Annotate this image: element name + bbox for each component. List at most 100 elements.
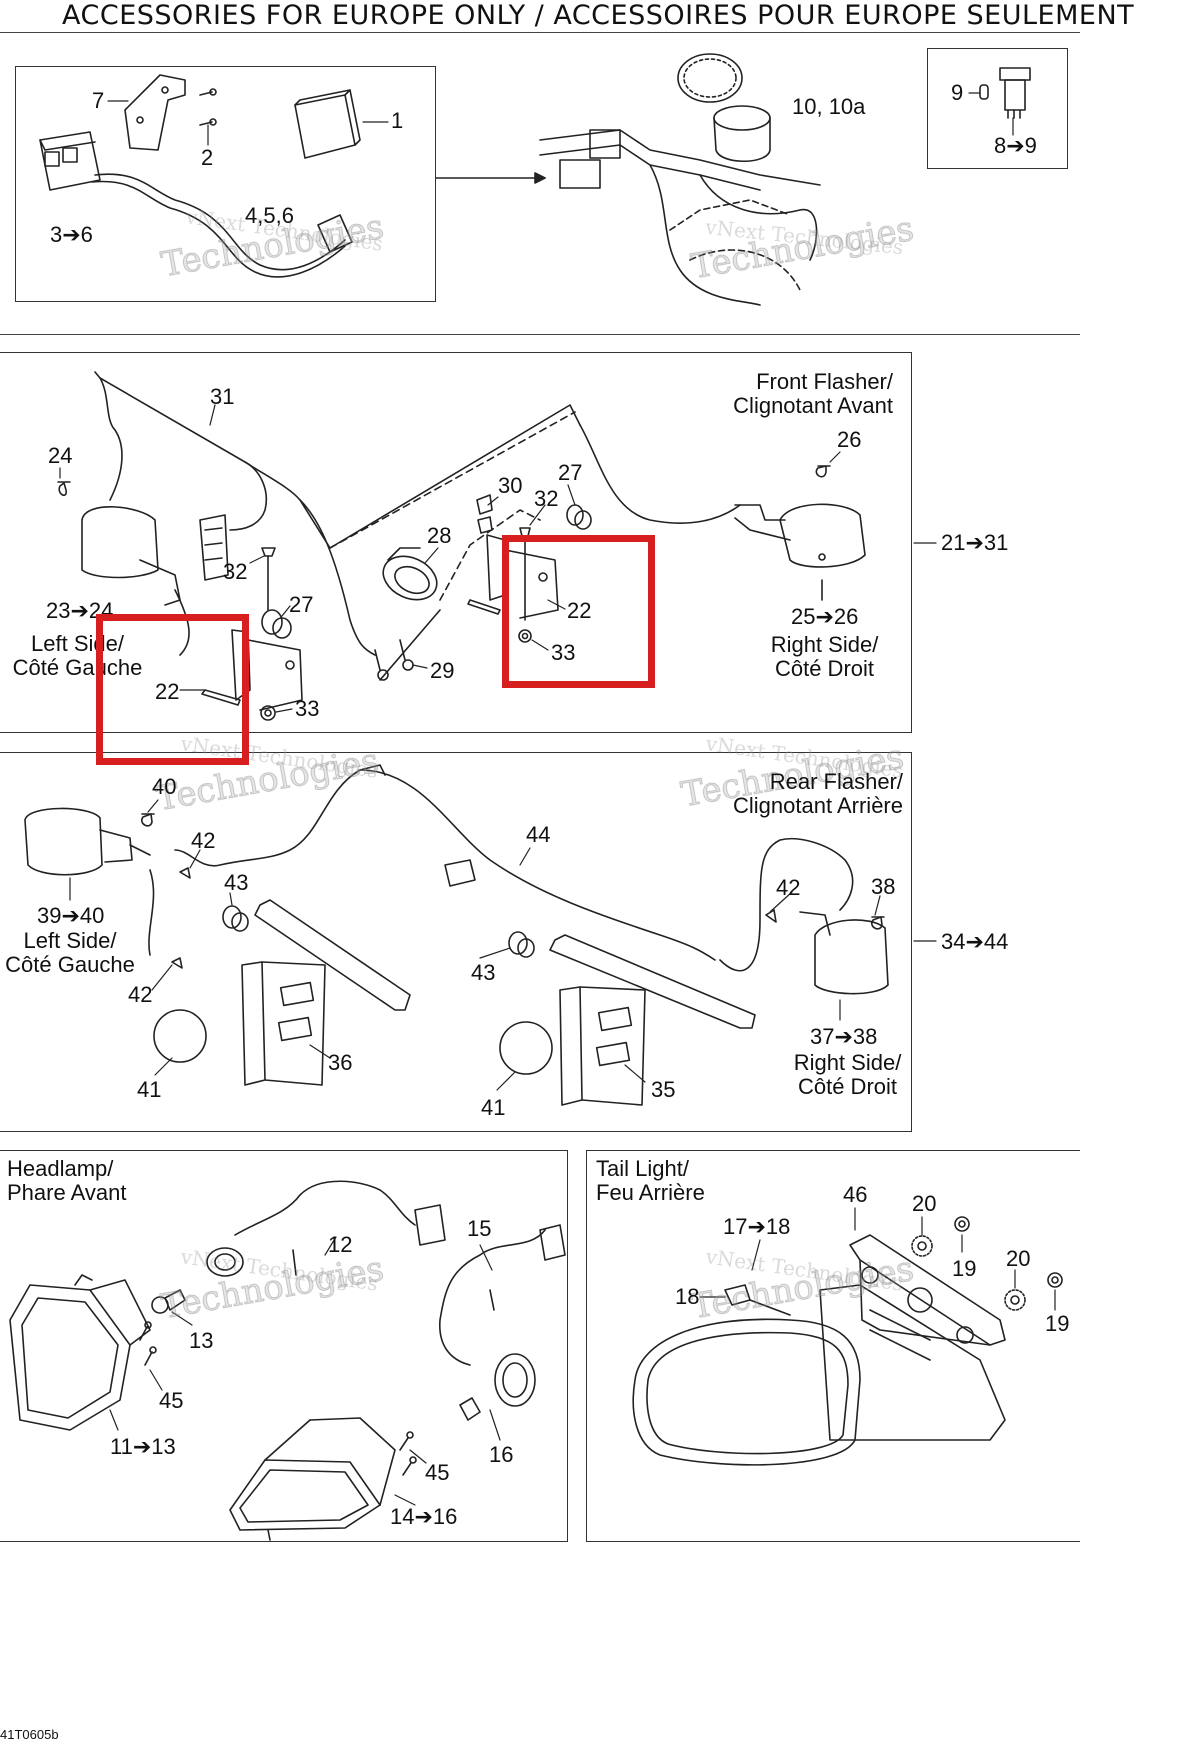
socket-panel (927, 48, 1068, 169)
callout-label: 45 (425, 1460, 450, 1485)
rear-flasher-panel (0, 752, 912, 1132)
gasket-ring-icon (678, 54, 742, 102)
callout-label: 16 (489, 1442, 514, 1467)
callout-label: 30 (498, 473, 523, 498)
callout-label: 28 (427, 523, 452, 548)
group-label: 34➔44 (941, 929, 1009, 954)
bulb-24-icon (58, 482, 70, 495)
switch-box-icon (40, 132, 100, 190)
callout-label: 19 (952, 1256, 977, 1281)
callout-label: 41 (481, 1095, 506, 1120)
nut-33b-icon (519, 630, 531, 642)
callout-label: 46 (843, 1182, 868, 1207)
callout-label: 25➔26 (791, 604, 859, 629)
right-rear-flasher-icon (800, 912, 888, 994)
callout-label: 44 (526, 822, 551, 847)
callout-label: 18 (675, 1284, 700, 1309)
callout-label: 27 (289, 592, 314, 617)
right-side-caption: Right Side/ Côté Droit (793, 1050, 902, 1099)
bulb-38-icon (872, 917, 884, 929)
headlamp-panel (0, 1150, 568, 1542)
callout-label: 38 (871, 874, 896, 899)
group-label: 21➔31 (941, 530, 1009, 555)
callout-label: 11➔13 (110, 1434, 176, 1459)
switch-wire (95, 174, 345, 269)
grommet-27b-icon (567, 505, 591, 529)
bulb-socket-12-icon (207, 1248, 243, 1276)
callout-label: 17➔18 (723, 1214, 791, 1239)
right-headlamp-14-icon (230, 1418, 395, 1540)
callout-label: 36 (328, 1050, 353, 1075)
grommet-43b-icon (509, 932, 534, 957)
highlight-box-right-bracket (502, 535, 655, 688)
right-rear-bracket-35-icon (550, 935, 755, 1105)
nut-19-icon (955, 1217, 1062, 1287)
headlamp-caption: Headlamp/ Phare Avant (7, 1156, 127, 1205)
left-rear-bracket-36-icon (242, 900, 410, 1085)
callout-label: 22 (567, 598, 592, 623)
screw-45b-icon (400, 1432, 416, 1475)
headlamp-11-icon (10, 1275, 150, 1430)
callout-label: 20 (1006, 1246, 1031, 1271)
license-plate-bracket-46-icon (820, 1235, 1005, 1440)
callout-label: 26 (837, 427, 862, 452)
callout-label: 9 (951, 80, 964, 105)
headlamp-wiring (235, 1181, 565, 1365)
callout-label: 37➔38 (810, 1024, 878, 1049)
clip-42-icon (172, 868, 190, 968)
left-rear-flasher-icon (25, 808, 150, 874)
callout-label: 29 (430, 658, 455, 683)
socket-16-icon (460, 1354, 535, 1420)
header-rule (0, 32, 1080, 33)
callout-label: 2 (201, 145, 214, 170)
left-side-caption: Left Side/ Côté Gauche (5, 928, 135, 977)
callout-label: 1 (391, 108, 404, 133)
callout-label: 13 (189, 1328, 214, 1353)
horn-28-icon (376, 548, 444, 608)
callout-label: 10, 10a (792, 94, 866, 119)
grommet-27-icon (262, 610, 291, 638)
socket-cap-icon (714, 106, 770, 161)
callout-label: 8➔9 (994, 133, 1037, 158)
callout-label: 45 (159, 1388, 184, 1413)
mounting-bracket-icon (125, 75, 185, 150)
callout-label: 22 (155, 679, 180, 704)
callout-label: 32 (534, 486, 559, 511)
callout-label: 15 (467, 1216, 492, 1241)
callout-label: 35 (651, 1077, 676, 1102)
connector-block-icon (200, 515, 228, 580)
callout-label: 42 (191, 828, 216, 853)
callout-label: 41 (137, 1077, 162, 1102)
reflector-41b-icon (500, 1022, 552, 1074)
callout-label: 4,5,6 (245, 203, 294, 228)
callout-label: 33 (551, 640, 576, 665)
right-side-caption: Right Side/ Côté Droit (770, 632, 879, 681)
callout-label: 20 (912, 1191, 937, 1216)
relay-30-icon (477, 495, 492, 533)
front-flasher-caption: Front Flasher/ Clignotant Avant (733, 369, 893, 418)
taillight-assembly-icon (633, 1285, 860, 1465)
bolt-32-icon (262, 548, 275, 610)
nut-33-icon (261, 706, 275, 720)
callout-label: 14➔16 (390, 1504, 458, 1529)
callout-label: 32 (223, 559, 248, 584)
callout-label: 3➔6 (50, 222, 93, 247)
callout-label: 7 (92, 88, 105, 113)
reflector-41-icon (154, 1010, 206, 1062)
callout-label: 24 (48, 443, 73, 468)
rear-wiring-harness (149, 765, 853, 971)
rear-flasher-caption: Rear Flasher/ Clignotant Arrière (733, 769, 903, 818)
callout-label: 40 (152, 774, 177, 799)
lock-washer-20-icon (912, 1236, 1025, 1310)
handlebar-assembly-icon (540, 130, 820, 305)
callout-label: 33 (295, 696, 320, 721)
callout-label: 19 (1045, 1311, 1070, 1336)
taillight-caption: Tail Light/ Feu Arrière (596, 1156, 705, 1205)
callout-label: 42 (128, 982, 153, 1007)
section-divider-top (0, 334, 1080, 335)
callout-label: 42 (776, 875, 801, 900)
right-front-flasher-icon (735, 504, 865, 567)
screws-29-icon (375, 610, 440, 680)
